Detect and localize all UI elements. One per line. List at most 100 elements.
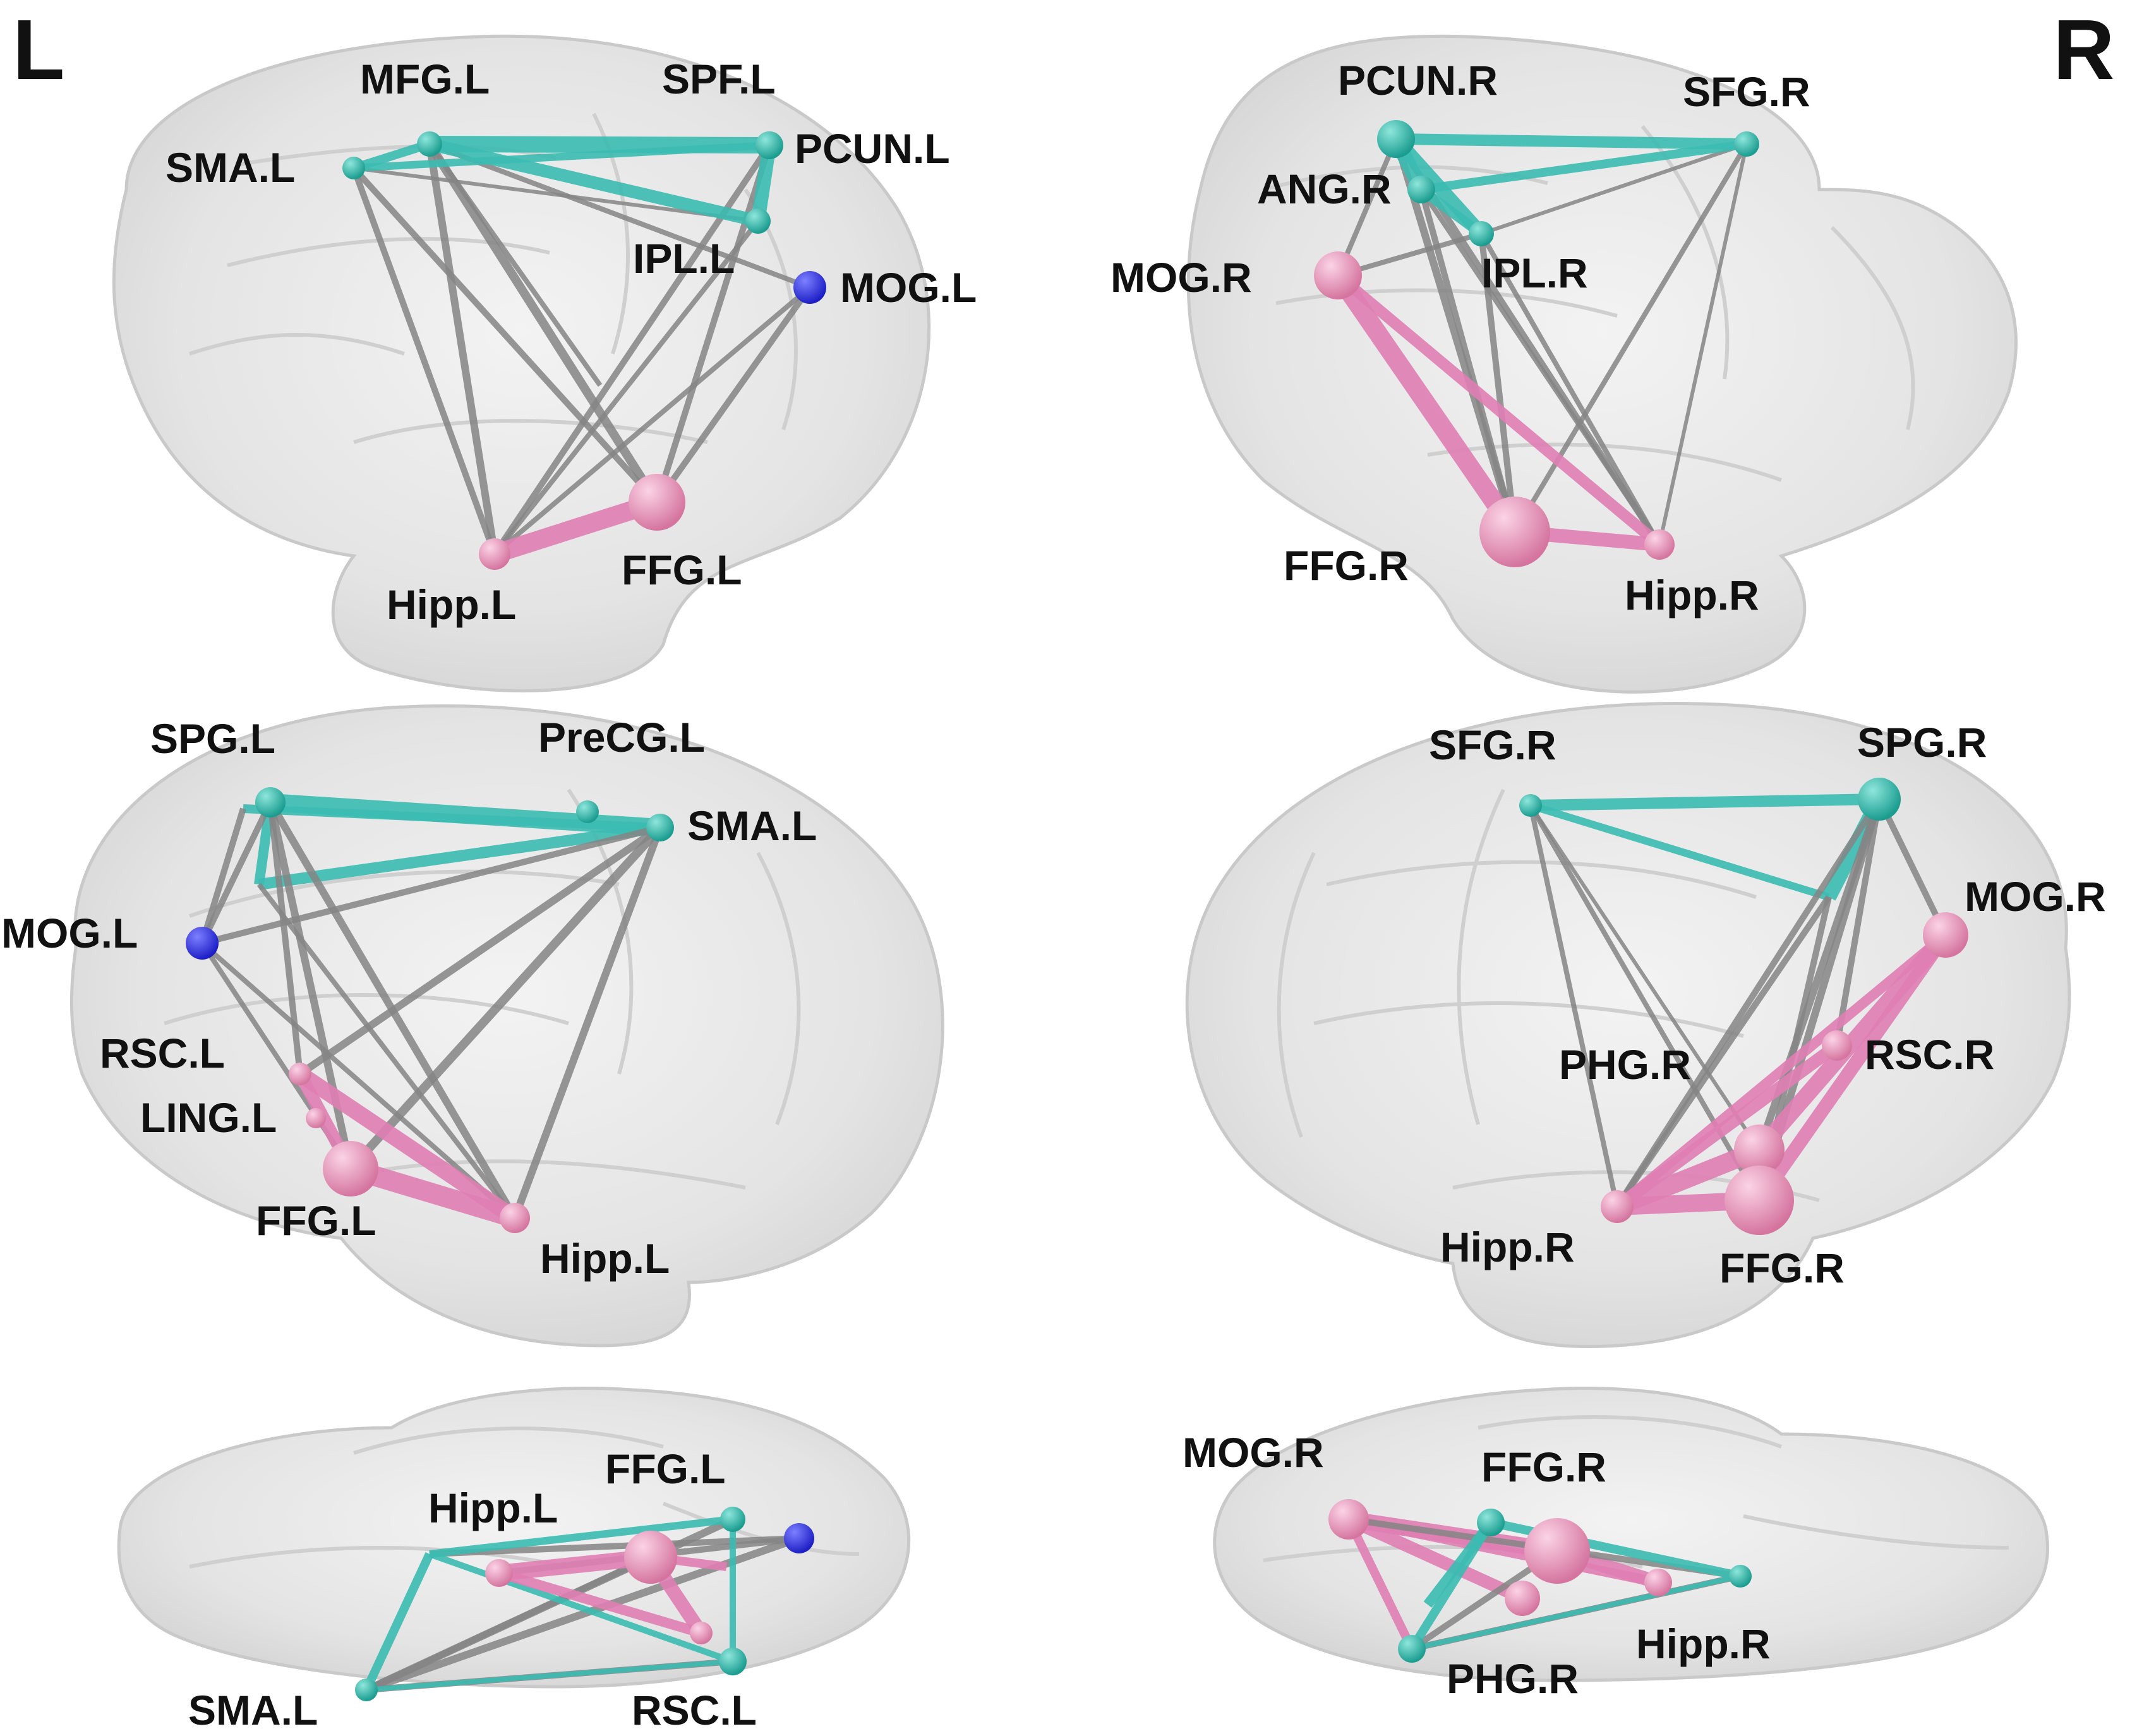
label-sma-l-medial: SMA.L <box>687 802 817 849</box>
node-teal-top-r-ventral <box>1477 1509 1505 1536</box>
nodes-left-medial <box>186 787 674 1233</box>
label-sma-l: SMA.L <box>166 144 295 191</box>
node-mog-r-medial <box>1923 912 1968 958</box>
panel-left-medial: SPG.L PreCG.L SMA.L MOG.L RSC.L LING.L F… <box>1 704 944 1347</box>
label-ffg-r-ventral: FFG.R <box>1481 1444 1606 1490</box>
label-ipl-r: IPL.R <box>1481 250 1588 296</box>
label-spg-l: SPG.L <box>150 715 275 762</box>
label-phg-r: PHG.R <box>1559 1041 1691 1088</box>
label-ffg-l-ventral: FFG.L <box>605 1445 726 1492</box>
labels-left-ventral: Hipp.L FFG.L SMA.L RSC.L <box>188 1445 757 1733</box>
node-ipl-r <box>1469 221 1494 246</box>
node-rsc-l-ventral <box>719 1648 747 1675</box>
node-ffg-r <box>1479 497 1550 567</box>
node-extra-pink-l-ventral <box>690 1622 713 1644</box>
node-pcun-l <box>755 131 783 159</box>
edges-right-lateral <box>1330 133 1749 552</box>
node-ang-r <box>1407 176 1435 203</box>
label-spf-l: SPF.L <box>662 56 776 102</box>
node-mog-r <box>1314 251 1362 299</box>
nodes-left-lateral <box>342 131 826 570</box>
label-mog-r-medial: MOG.R <box>1965 873 2106 920</box>
panel-right-medial: SFG.R SPG.R MOG.R PHG.R RSC.R Hipp.R FFG… <box>1185 702 2106 1348</box>
node-ffg-l-ventral <box>624 1531 677 1584</box>
panel-right-lateral: PCUN.R SFG.R ANG.R IPL.R MOG.R FFG.R Hip… <box>1111 34 2018 694</box>
label-hipp-r-medial: Hipp.R <box>1440 1224 1575 1270</box>
node-spg-r <box>1858 778 1901 821</box>
panel-left-ventral: Hipp.L FFG.L SMA.L RSC.L <box>117 1387 911 1733</box>
labels-left-lateral: SMA.L MFG.L SPF.L PCUN.L IPL.L MOG.L FFG… <box>166 56 977 628</box>
label-ffg-r: FFG.R <box>1284 542 1409 589</box>
label-mog-l: MOG.L <box>840 264 977 311</box>
label-mog-r: MOG.R <box>1111 254 1252 301</box>
nodes-right-medial <box>1519 778 1968 1235</box>
node-mog-l-medial <box>186 927 219 960</box>
label-sma-l-ventral: SMA.L <box>188 1687 318 1733</box>
node-hipp-r <box>1644 529 1675 560</box>
label-mfg-l: MFG.L <box>360 56 490 102</box>
label-hipp-l-medial: Hipp.L <box>540 1235 670 1282</box>
node-sma-l <box>342 157 365 179</box>
node-mfg-l <box>417 131 442 157</box>
node-precg-l <box>576 800 599 823</box>
label-pcun-l: PCUN.L <box>795 125 950 172</box>
node-ffg-r-ventral <box>1524 1518 1590 1584</box>
node-rsc-r <box>1822 1030 1852 1061</box>
node-mog-r-ventral <box>1328 1499 1369 1540</box>
label-ffg-l: FFG.L <box>622 546 742 593</box>
node-sma-l-ventral <box>355 1679 378 1701</box>
node-hipp-l-ventral <box>485 1559 513 1587</box>
node-sfg-r-medial <box>1519 794 1542 817</box>
labels-right-medial: SFG.R SPG.R MOG.R PHG.R RSC.R Hipp.R FFG… <box>1429 719 2106 1291</box>
label-rsc-r: RSC.R <box>1865 1031 1994 1078</box>
node-ling-l <box>306 1108 326 1128</box>
label-ipl-l: IPL.L <box>633 235 735 282</box>
label-ling-l: LING.L <box>140 1094 277 1141</box>
labels-right-lateral: PCUN.R SFG.R ANG.R IPL.R MOG.R FFG.R Hip… <box>1111 57 1810 618</box>
label-ffg-l-medial: FFG.L <box>256 1197 376 1244</box>
label-hipp-l: Hipp.L <box>387 581 516 628</box>
panel-left-lateral: SMA.L MFG.L SPF.L PCUN.L IPL.L MOG.L FFG… <box>112 34 977 693</box>
label-mog-r-ventral: MOG.R <box>1183 1429 1324 1476</box>
label-ang-r: ANG.R <box>1257 166 1392 212</box>
brain-outline-right-lateral <box>1186 34 2018 694</box>
right-hemisphere-letter: R <box>2053 2 2115 97</box>
node-hipp-r-ventral <box>1644 1569 1672 1596</box>
brain-outline-left-ventral <box>117 1387 911 1689</box>
node-extra-pink-r-ventral <box>1505 1581 1540 1616</box>
label-rsc-l: RSC.L <box>100 1030 225 1076</box>
label-mog-l-medial: MOG.L <box>1 910 138 956</box>
node-sma-l-medial <box>646 814 674 841</box>
nodes-right-ventral <box>1328 1499 1752 1663</box>
edges-left-lateral <box>351 136 813 564</box>
label-sfg-r-medial: SFG.R <box>1429 721 1556 768</box>
label-precg-l: PreCG.L <box>538 714 705 761</box>
node-mog-l-ventral <box>784 1523 814 1553</box>
label-hipp-r: Hipp.R <box>1625 572 1759 618</box>
nodes-right-lateral <box>1314 120 1759 567</box>
label-pcun-r: PCUN.R <box>1338 57 1498 104</box>
nodes-left-ventral <box>355 1507 814 1701</box>
node-sfg-r <box>1734 131 1759 157</box>
node-ipl-l <box>745 208 771 234</box>
node-hipp-l-medial <box>500 1203 530 1233</box>
label-phg-r-ventral: PHG.R <box>1447 1655 1579 1702</box>
brain-outline-right-ventral <box>1213 1387 2049 1682</box>
left-hemisphere-letter: L <box>13 2 64 97</box>
label-hipp-l-ventral: Hipp.L <box>428 1485 558 1531</box>
brain-outline-left-lateral <box>112 34 931 693</box>
node-hipp-l <box>479 538 510 570</box>
node-ffg-r-medial <box>1725 1166 1794 1235</box>
label-hipp-r-ventral: Hipp.R <box>1636 1620 1771 1667</box>
label-ffg-r-medial: FFG.R <box>1719 1245 1845 1291</box>
panel-right-ventral: MOG.R FFG.R PHG.R Hipp.R <box>1183 1387 2049 1702</box>
node-spg-l <box>255 787 286 817</box>
node-teal-right-r-ventral <box>1729 1565 1752 1588</box>
node-mog-l <box>793 271 826 304</box>
node-ffg-l <box>629 474 685 531</box>
node-phg-r-ventral <box>1398 1635 1426 1663</box>
label-spg-r: SPG.R <box>1857 719 1987 766</box>
node-pcun-r <box>1377 120 1415 158</box>
node-hipp-r-medial <box>1601 1190 1634 1223</box>
